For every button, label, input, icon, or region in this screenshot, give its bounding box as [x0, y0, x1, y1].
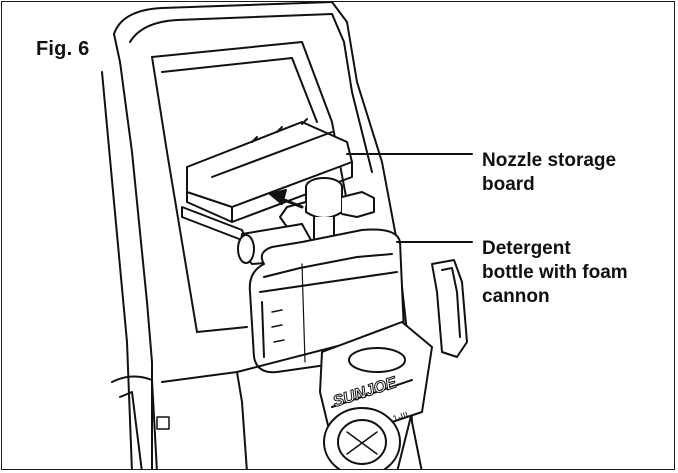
- direction-arrow-icon: [269, 189, 304, 209]
- front-base: [236, 321, 433, 469]
- figure-label: Fig. 6: [36, 38, 90, 60]
- callout-line: Detergent: [482, 238, 571, 259]
- model-text: 1-III: [392, 410, 410, 424]
- callout-detergent-bottle: Detergent bottle with foam cannon: [482, 237, 628, 309]
- callout-line: bottle with foam: [482, 262, 628, 283]
- cord-hook: [431, 259, 468, 358]
- callout-line: cannon: [482, 286, 550, 307]
- callout-line: Nozzle storage: [482, 150, 617, 171]
- callout-line: board: [482, 174, 535, 195]
- leader-lines: [346, 153, 473, 243]
- nozzle-storage-board: [181, 118, 353, 243]
- callout-nozzle-storage-board: Nozzle storage board: [482, 149, 616, 197]
- lower-left-housing: [111, 371, 248, 469]
